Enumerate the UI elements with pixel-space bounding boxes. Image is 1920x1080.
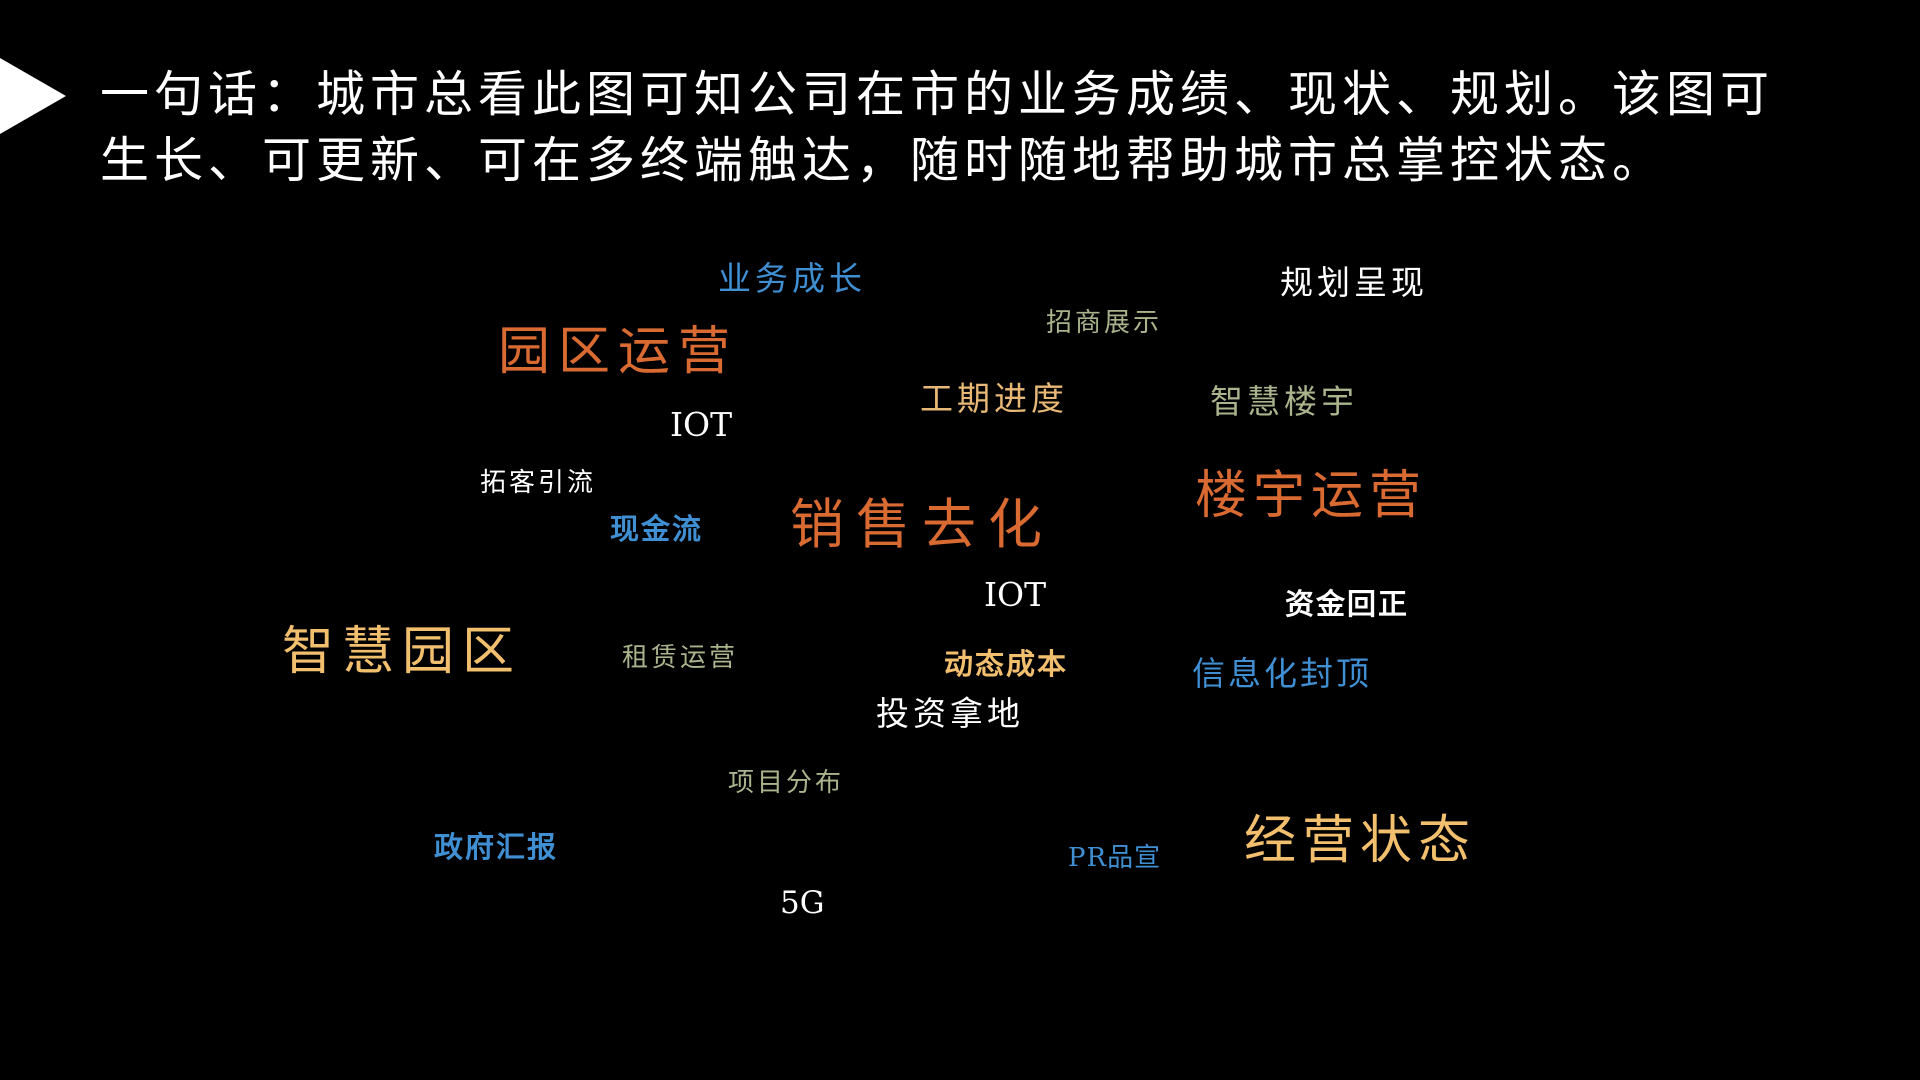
word-zijin-huizheng: 资金回正 [1285, 587, 1410, 621]
word-pr-pinxuan: PR品宣 [1068, 843, 1162, 873]
word-touzi-nadi: 投资拿地 [876, 694, 1024, 733]
headline-line-2: 生长、可更新、可在多终端触达，随时随地帮助城市总掌控状态。 [100, 132, 1667, 189]
word-louyu-yunying: 楼宇运营 [1195, 466, 1428, 526]
word-zhihui-louyu: 智慧楼宇 [1210, 382, 1358, 421]
word-yewu-chengzhang: 业务成长 [718, 259, 866, 298]
word-xinxihua-fengding: 信息化封顶 [1192, 654, 1372, 693]
headline: 一句话：城市总看此图可知公司在市的业务成绩、现状、规划。该图可 生长、可更新、可… [100, 62, 1880, 194]
word-tuoke-yinliu: 拓客引流 [480, 468, 597, 498]
word-iot-2: IOT [984, 575, 1047, 614]
word-yuanqu-yunying: 园区运营 [498, 322, 739, 382]
word-xiaoshou-quhua: 销售去化 [790, 493, 1054, 556]
headline-line-1: 一句话：城市总看此图可知公司在市的业务成绩、现状、规划。该图可 [100, 66, 1775, 123]
pointer-arrow-icon [0, 58, 66, 134]
word-guihua-chengxian: 规划呈现 [1280, 263, 1428, 302]
word-zhihui-yuanqu: 智慧园区 [282, 622, 523, 682]
word-jingying-zhuangtai: 经营状态 [1244, 811, 1477, 871]
word-xianjinliu: 现金流 [610, 512, 704, 546]
word-zulin-yunying: 租赁运营 [622, 643, 739, 673]
word-dongtai-chengben: 动态成本 [944, 647, 1069, 681]
word-5g: 5G [780, 885, 825, 921]
word-xiangmu-fenbu: 项目分布 [728, 768, 845, 798]
word-zhaoshang-zhanshi: 招商展示 [1046, 308, 1163, 338]
word-iot-1: IOT [670, 405, 733, 444]
word-gongqi-jindu: 工期进度 [920, 379, 1068, 418]
word-zhengfu-huibao: 政府汇报 [434, 830, 559, 864]
